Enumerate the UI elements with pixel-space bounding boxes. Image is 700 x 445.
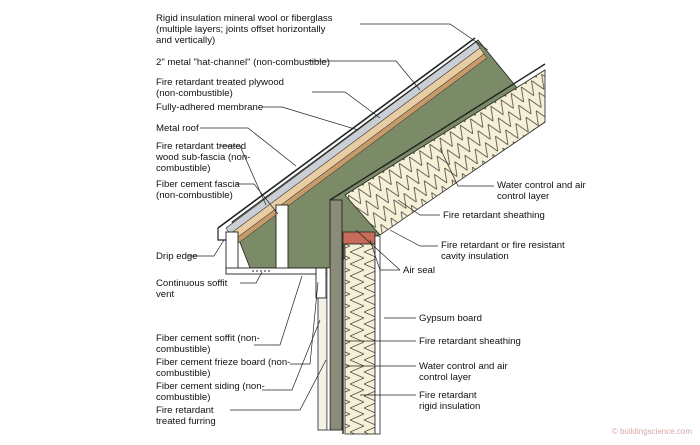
label-metal-roof: Metal roof bbox=[156, 123, 199, 134]
label-drip-edge: Drip edge bbox=[156, 251, 198, 262]
gypsum-board-panel bbox=[374, 235, 381, 435]
credit-text: © buildingscience.com bbox=[611, 427, 692, 436]
roof-sheathing-line bbox=[329, 63, 546, 201]
frieze-board bbox=[315, 267, 327, 299]
label-hat-channel: 2" metal "hat-channel" (non-combustible) bbox=[156, 57, 330, 68]
label-cavity-insulation: Fire retardant or fire resistant cavity … bbox=[441, 240, 565, 262]
label-membrane: Fully-adhered membrane bbox=[156, 102, 264, 113]
label-siding: Fiber cement siding (non- combustible) bbox=[156, 381, 265, 403]
label-sheathing-wall: Fire retardant sheathing bbox=[419, 336, 521, 347]
label-plywood: Fire retardant treated plywood (non-comb… bbox=[156, 77, 284, 99]
sub-fascia-board bbox=[225, 231, 239, 273]
metal-roof-line bbox=[217, 37, 476, 229]
label-water-control-wall: Water control and air control layer bbox=[419, 361, 508, 383]
drip-edge-shape bbox=[217, 228, 226, 241]
wall-stud bbox=[329, 199, 343, 431]
label-furring: Fire retardant treated furring bbox=[156, 405, 216, 427]
label-soffit: Fiber cement soffit (non- combustible) bbox=[156, 333, 260, 355]
label-fascia: Fiber cement fascia (non-combustible) bbox=[156, 179, 240, 201]
leader-lines bbox=[188, 23, 494, 411]
label-rigid-insulation: Rigid insulation mineral wool or fibergl… bbox=[156, 13, 333, 46]
top-plate-header bbox=[342, 231, 376, 245]
roof-insulation-pattern bbox=[345, 70, 545, 235]
furring-strip bbox=[326, 267, 331, 431]
fascia-board bbox=[275, 204, 289, 272]
label-water-control-roof: Water control and air control layer bbox=[497, 180, 586, 202]
soffit-board bbox=[225, 267, 331, 275]
label-sub-fascia: Fire retardant treated wood sub-fascia (… bbox=[156, 141, 251, 174]
wall-insulation-pattern bbox=[345, 244, 375, 434]
siding-boards bbox=[317, 297, 328, 431]
label-soffit-vent: Continuous soffit vent bbox=[156, 278, 228, 300]
label-rigid-wall: Fire retardant rigid insulation bbox=[419, 390, 481, 412]
label-sheathing-roof: Fire retardant sheathing bbox=[443, 210, 545, 221]
label-frieze: Fiber cement frieze board (non- combusti… bbox=[156, 357, 291, 379]
label-gypsum: Gypsum board bbox=[419, 313, 482, 324]
label-air-seal: Air seal bbox=[403, 265, 435, 276]
